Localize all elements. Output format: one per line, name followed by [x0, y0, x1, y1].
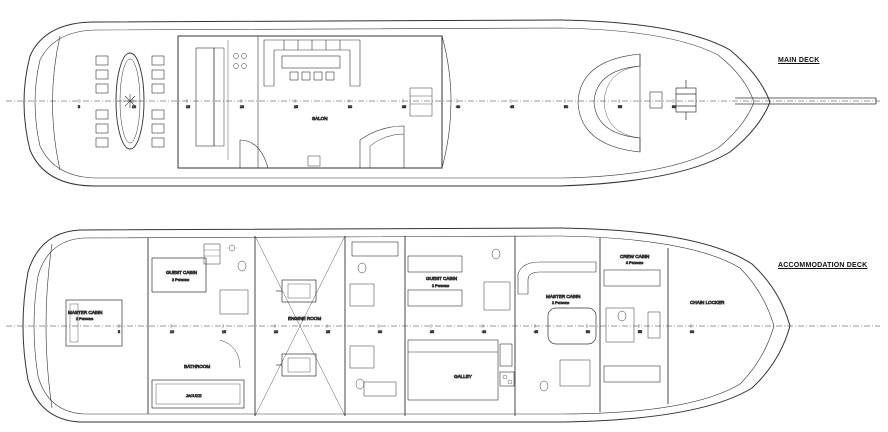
frame-number: 55	[638, 330, 642, 334]
main-deck-plan	[6, 19, 880, 187]
aft-bar-counter	[195, 47, 215, 147]
foredeck-sunbed	[577, 53, 641, 153]
fwd-master-cabin-label: MASTER CABIN	[546, 294, 580, 299]
frame-number: 45	[510, 105, 514, 109]
galley-label: GALLEY	[454, 374, 472, 379]
frame-number: 15	[186, 105, 190, 109]
mid-guest-bed-1	[351, 241, 399, 257]
guest-twin-bed-2	[407, 289, 463, 307]
salon-tv-unit	[307, 155, 321, 167]
crew-bunk-2	[603, 365, 661, 383]
mid-guest-cabin-label: GUEST CABIN	[426, 276, 457, 281]
fwd-master-cabin-capacity: 2 Persons	[552, 301, 569, 305]
aft-deck-chairs	[95, 55, 165, 148]
fwd-master-sofa	[517, 261, 597, 295]
bathroom-label: BATHROOM	[184, 364, 210, 369]
aft-guest-bed	[151, 257, 207, 293]
aft-guest-cabin-label: GUEST CABIN	[166, 270, 197, 275]
accommodation-deck-plan	[6, 227, 880, 423]
jacuzzi-tub	[151, 379, 245, 409]
frame-number: 15	[222, 330, 226, 334]
frame-number: 60	[672, 105, 676, 109]
capstan	[649, 91, 663, 109]
salon-companionway	[359, 125, 405, 168]
frame-number: 50	[586, 330, 590, 334]
frame-number: 30	[378, 330, 382, 334]
salon-sofa	[263, 39, 361, 87]
frame-number: 50	[564, 105, 568, 109]
fwd-master-bed	[547, 307, 597, 345]
engine-room-label: ENGINE ROOM	[288, 316, 321, 321]
frame-number: 25	[294, 105, 298, 109]
aft-master-bed	[65, 299, 123, 347]
frame-number: 20	[274, 330, 278, 334]
frame-number: 40	[456, 105, 460, 109]
frame-number: 30	[348, 105, 352, 109]
frame-number: 20	[240, 105, 244, 109]
frame-number: 25	[326, 330, 330, 334]
accommodation-frame-numbers: 5 10 15 20 25 30 35 40 45 50 55 60	[118, 324, 694, 334]
main-hull-outline	[23, 19, 771, 187]
mid-guest-cabin-capacity: 2 Persons	[432, 284, 449, 288]
frame-number: 5	[118, 330, 120, 334]
main-hull-inner-line	[34, 27, 755, 179]
starboard-engine	[276, 353, 317, 377]
frame-number: 5	[78, 105, 80, 109]
anchor-windlass-icon	[675, 80, 697, 120]
deckhouse-outline	[177, 35, 443, 169]
frame-number: 10	[132, 105, 136, 109]
jacuzzi-label: JACUZZI	[186, 394, 202, 398]
aft-master-cabin-capacity: 2 Persons	[76, 317, 93, 321]
chain-locker-label: CHAIN LOCKER	[690, 300, 725, 305]
frame-number: 45	[534, 330, 538, 334]
aft-guest-shower	[219, 289, 249, 315]
main-deck-title: MAIN DECK	[778, 57, 820, 64]
main-frame-numbers: 5 10 15 20 25 30 35 40 45 50 55 60	[78, 99, 676, 109]
salon-label: SALON	[312, 116, 328, 121]
frame-number: 35	[430, 330, 434, 334]
aft-master-cabin-label: MASTER CABIN	[68, 310, 102, 315]
frame-number: 40	[482, 330, 486, 334]
frame-number: 60	[690, 330, 694, 334]
frame-number: 55	[618, 105, 622, 109]
aft-guest-toilet	[237, 260, 247, 272]
engine-room-hatching	[254, 235, 346, 417]
guest-twin-bed-1	[407, 255, 463, 273]
accommodation-deck-title: ACCOMMODATION DECK	[778, 262, 868, 269]
aft-guest-cabin-capacity: 2 Persons	[172, 278, 189, 282]
aft-dining-table	[115, 52, 145, 150]
crew-bunk-1	[603, 269, 661, 287]
mid-guest-shower	[349, 283, 375, 307]
main-transom	[52, 35, 61, 171]
frame-number: 10	[170, 330, 174, 334]
galley-counters	[407, 339, 515, 401]
port-engine	[276, 279, 317, 303]
accommodation-hull-inner-line	[33, 235, 775, 415]
salon-stair-curve	[239, 139, 269, 169]
compass-star-icon	[123, 94, 137, 108]
accommodation-hull-outline	[22, 227, 791, 423]
frame-number: 35	[402, 105, 406, 109]
crew-cabin-capacity: 3 Persons	[626, 261, 643, 265]
crew-cabin-label: CREW CABIN	[620, 254, 649, 259]
accommodation-bulkheads	[147, 236, 669, 416]
